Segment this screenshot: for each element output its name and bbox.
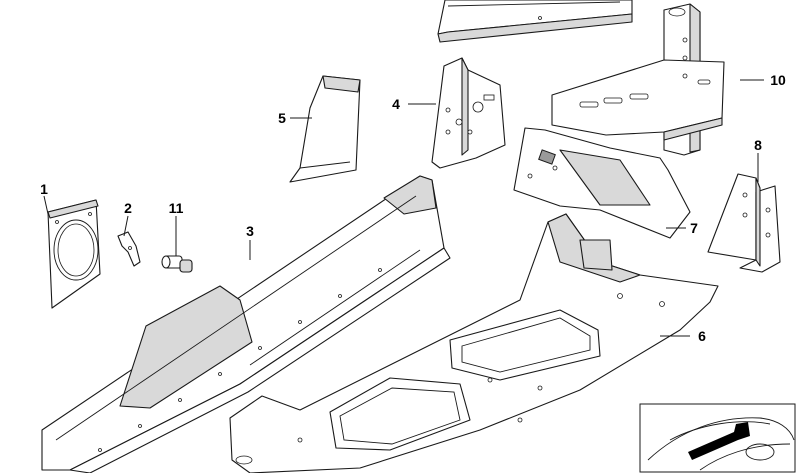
callout-3: 3 <box>246 223 254 239</box>
top-rail-part <box>437 0 633 43</box>
callout-8: 8 <box>754 137 762 153</box>
callout-5: 5 <box>278 110 286 126</box>
plate-part-1 <box>47 199 101 309</box>
side-sill-part-3 <box>41 175 451 473</box>
panel-part-5 <box>289 75 361 183</box>
bracket-plate-part-4 <box>431 57 506 169</box>
callout-4: 4 <box>392 96 400 112</box>
plug-part-11 <box>161 255 193 273</box>
corner-bracket-part-8 <box>707 173 781 273</box>
pillar-bracket-part-10 <box>551 3 725 156</box>
angled-member-part-7 <box>513 127 691 239</box>
callout-2: 2 <box>124 200 132 216</box>
callout-6: 6 <box>698 328 706 344</box>
clip-part-2 <box>117 231 141 267</box>
callout-1: 1 <box>40 181 48 197</box>
callout-10: 10 <box>770 72 786 88</box>
leader-lines <box>43 79 764 337</box>
car-location-thumbnail <box>639 403 796 473</box>
floor-pan-part-6 <box>229 213 719 473</box>
callout-7: 7 <box>690 220 698 236</box>
callout-11: 11 <box>169 200 184 216</box>
